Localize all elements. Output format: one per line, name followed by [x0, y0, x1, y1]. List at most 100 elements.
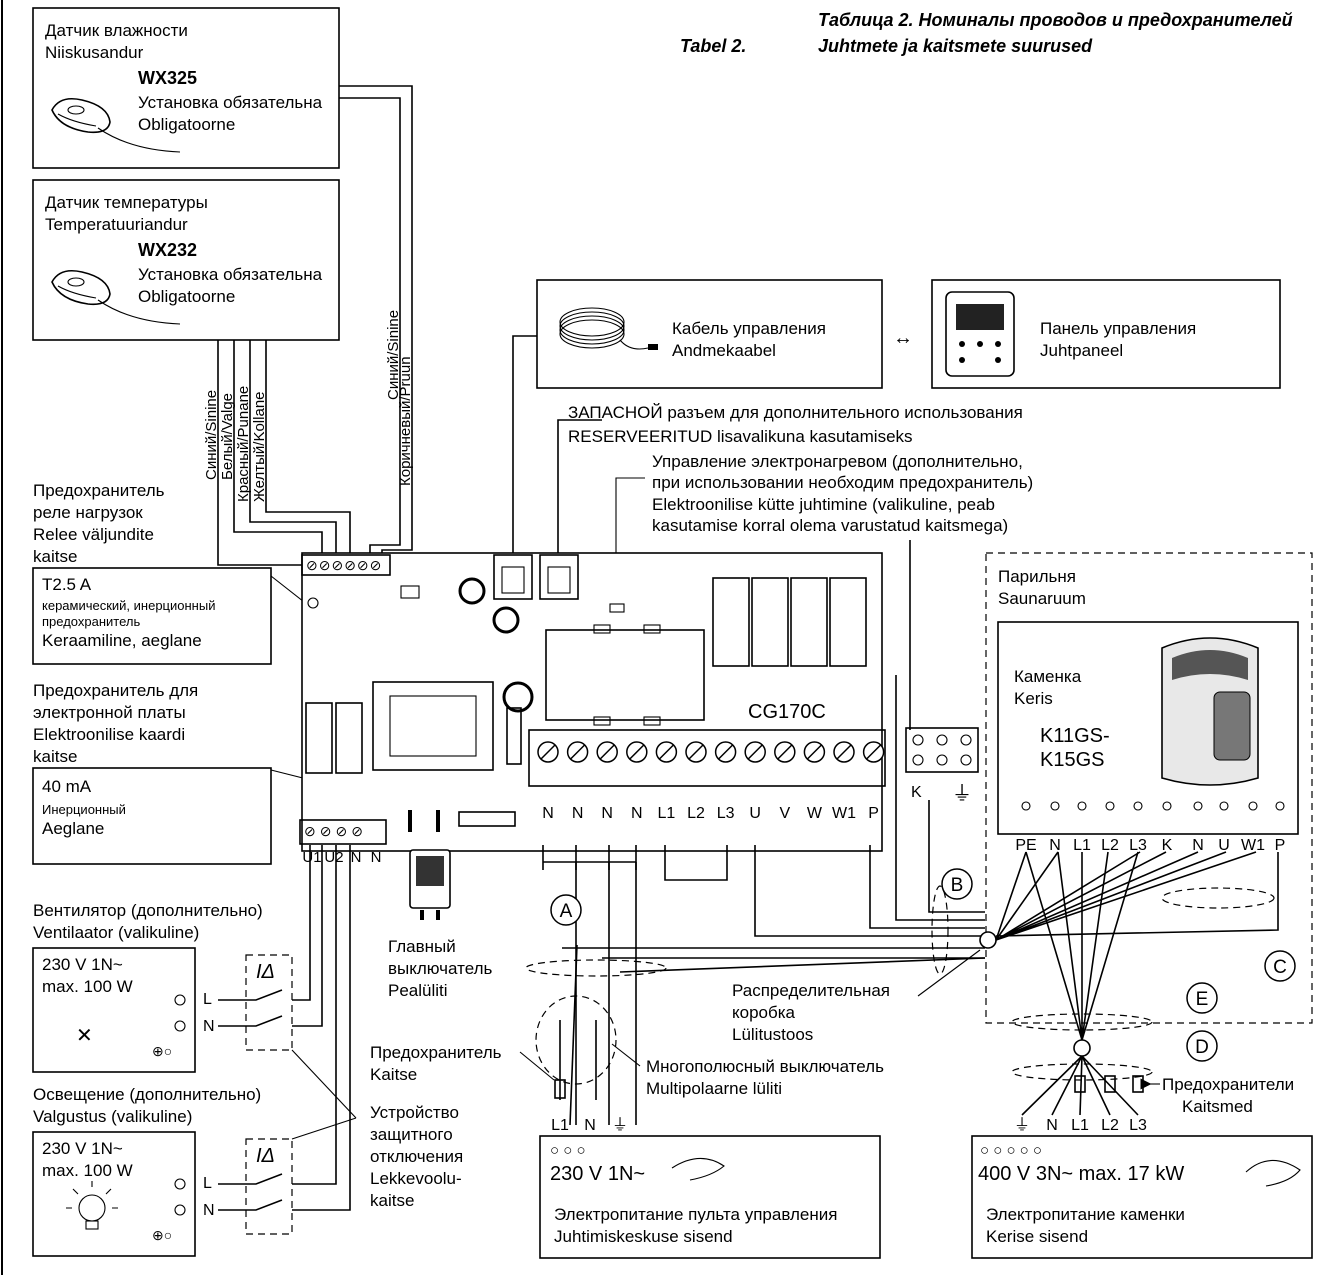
light-box: 230 V 1N~ max. 100 W ⊕○	[32, 1131, 196, 1257]
rcd-light-symbol: IΔ	[256, 1145, 275, 1167]
rcd-device-line4: Lekkevoolu-	[370, 1169, 462, 1188]
supply-fuse	[554, 1079, 566, 1099]
board-fuse-rating: 40 mA	[42, 777, 92, 796]
light-n: N	[203, 1202, 215, 1219]
reserve-et: RESERVEERITUD lisavalikuna kasutamiseks	[568, 427, 913, 446]
heater-model2: K15GS	[1040, 749, 1104, 771]
relay-fuse-line1: Предохранитель	[33, 481, 165, 500]
terminal-label: N	[601, 805, 613, 822]
main-switch-line2: выключатель	[388, 959, 493, 978]
bundle-a	[525, 959, 667, 977]
control-panel-icon	[945, 291, 1015, 377]
wire-humidity-2	[339, 85, 413, 555]
temp-sensor-icon	[51, 269, 181, 325]
supply-right-terminal: L3	[1129, 1117, 1147, 1134]
wire-temp-4	[265, 340, 351, 555]
multipole-switch	[559, 1020, 597, 1100]
terminal-k: K	[911, 784, 922, 801]
wire-label-brown: Коричневый/Pruun	[397, 356, 414, 486]
humidity-sensor-icon	[51, 97, 181, 153]
fan-l: L	[203, 991, 212, 1008]
wire-control-cable	[512, 335, 537, 560]
left-terminal-label: N	[371, 849, 382, 866]
left-terminal-label: U1	[302, 849, 321, 866]
humidity-sensor-name-et: Niiskusandur	[45, 43, 144, 62]
rcd-pointer-light	[291, 1117, 357, 1140]
fan-spec1: 230 V 1N~	[42, 955, 123, 974]
k-ground-terminal-block: K ⏚	[905, 727, 979, 805]
controller-board: ⊘⊘⊘⊘⊘⊘ CG170C	[301, 552, 886, 852]
junction-pointer	[917, 949, 981, 997]
fuse-label-et: Kaitse	[370, 1065, 417, 1084]
heater-terminal-label: K	[1162, 837, 1173, 854]
fan-spec2: max. 100 W	[42, 977, 133, 996]
wire-label-blue: Синий/Sinine	[203, 390, 220, 480]
main-switch-line1: Главный	[388, 937, 456, 956]
board-fuse-line1: Предохранитель для	[33, 681, 198, 700]
sauna-room-ru: Парильня	[998, 567, 1076, 586]
table-title-et: Juhtmete ja kaitsmete suurused	[818, 36, 1093, 56]
heater-icon	[1161, 637, 1259, 786]
humidity-sensor-req-et: Obligatoorne	[138, 115, 235, 134]
svg-text:⊕○: ⊕○	[152, 1227, 172, 1243]
rcd-fan-symbol: IΔ	[256, 961, 275, 983]
relay-fuse-desc1: керамический, инерционный	[42, 598, 215, 613]
wire-temp-2	[233, 340, 323, 555]
light-title-ru: Освещение (дополнительно)	[33, 1085, 261, 1104]
fuses-heater-ru: Предохранители	[1162, 1075, 1294, 1094]
humidity-sensor-model: WX325	[138, 68, 197, 88]
rcd-fan: IΔ	[218, 954, 293, 1051]
electric-heating-line2: при использовании необходим предохраните…	[652, 473, 1033, 492]
bundle-e	[1011, 1013, 1153, 1031]
fuses-heater-et: Kaitsmed	[1182, 1097, 1253, 1116]
board-fuse-line3: Elektroonilise kaardi	[33, 725, 185, 744]
board-fuse-box: 40 mA Инерционный Aeglane	[32, 767, 272, 865]
reserve-ru: ЗАПАСНОЙ разъем для дополнительного испо…	[568, 403, 1023, 422]
electric-heating-line1: Управление электронагревом (дополнительн…	[652, 452, 1023, 471]
humidity-sensor-box: Датчик влажности Niiskusandur WX325 Уста…	[32, 7, 340, 169]
supply-right-terminal: L2	[1101, 1117, 1119, 1134]
heater-terminal-label: L3	[1129, 837, 1147, 854]
svg-text:○ ○ ○: ○ ○ ○	[550, 1142, 586, 1159]
relay-fuse-rating: T2.5 A	[42, 575, 92, 594]
light-bulb-icon	[66, 1181, 118, 1230]
temp-sensor-req-et: Obligatoorne	[138, 287, 235, 306]
fan-n: N	[203, 1018, 215, 1035]
heater-terminal-label: N	[1192, 837, 1204, 854]
heater-terminal-label: N	[1049, 837, 1061, 854]
heater-terminal-label: W1	[1241, 837, 1265, 854]
svg-text:⊘⊘⊘⊘⊘⊘: ⊘⊘⊘⊘⊘⊘	[306, 557, 382, 573]
supply-right-spec: 400 V 3N~ max. 17 kW	[978, 1163, 1184, 1185]
supply-left-box: ○ ○ ○ 230 V 1N~ Электропитание пульта уп…	[539, 1135, 881, 1259]
svg-text:⊘⊘⊘⊘: ⊘⊘⊘⊘	[304, 823, 367, 839]
multipole-et: Multipolaarne lüliti	[646, 1079, 782, 1098]
heater-terminal-label: L1	[1073, 837, 1091, 854]
wire-label-red: Красный/Punane	[235, 386, 252, 502]
marker-a: A	[560, 901, 573, 922]
marker-b: B	[951, 875, 964, 896]
relay-fuse-desc2: предохранитель	[42, 614, 140, 629]
supply-left-terminal: ⏚	[612, 1116, 628, 1134]
svg-text:⊕○: ⊕○	[152, 1043, 172, 1059]
temp-sensor-model: WX232	[138, 240, 197, 260]
rcd-device-line5: kaitse	[370, 1191, 414, 1210]
terminal-label: N	[542, 805, 554, 822]
board-fuse-desc1: Инерционный	[42, 802, 126, 817]
supply-left-terminal: L1	[551, 1117, 569, 1134]
supply-right-et: Kerise sisend	[986, 1227, 1088, 1246]
relay-fuse-box: T2.5 A керамический, инерционный предохр…	[32, 567, 272, 665]
terminal-ground: ⏚	[952, 783, 972, 805]
fan-title-et: Ventilaator (valikuline)	[33, 923, 199, 942]
wire-label-white: Белый/Valge	[219, 393, 236, 480]
terminal-label: L3	[717, 805, 735, 822]
board-fuse-desc2: Aeglane	[42, 819, 104, 838]
left-terminal-label: N	[351, 849, 362, 866]
bidirectional-arrow: ↔	[893, 327, 913, 349]
control-cable-box: Кабель управления Andmekaabel	[536, 279, 883, 389]
control-panel-box: Панель управления Juhtpaneel	[931, 279, 1281, 389]
terminal-label: N	[631, 805, 643, 822]
